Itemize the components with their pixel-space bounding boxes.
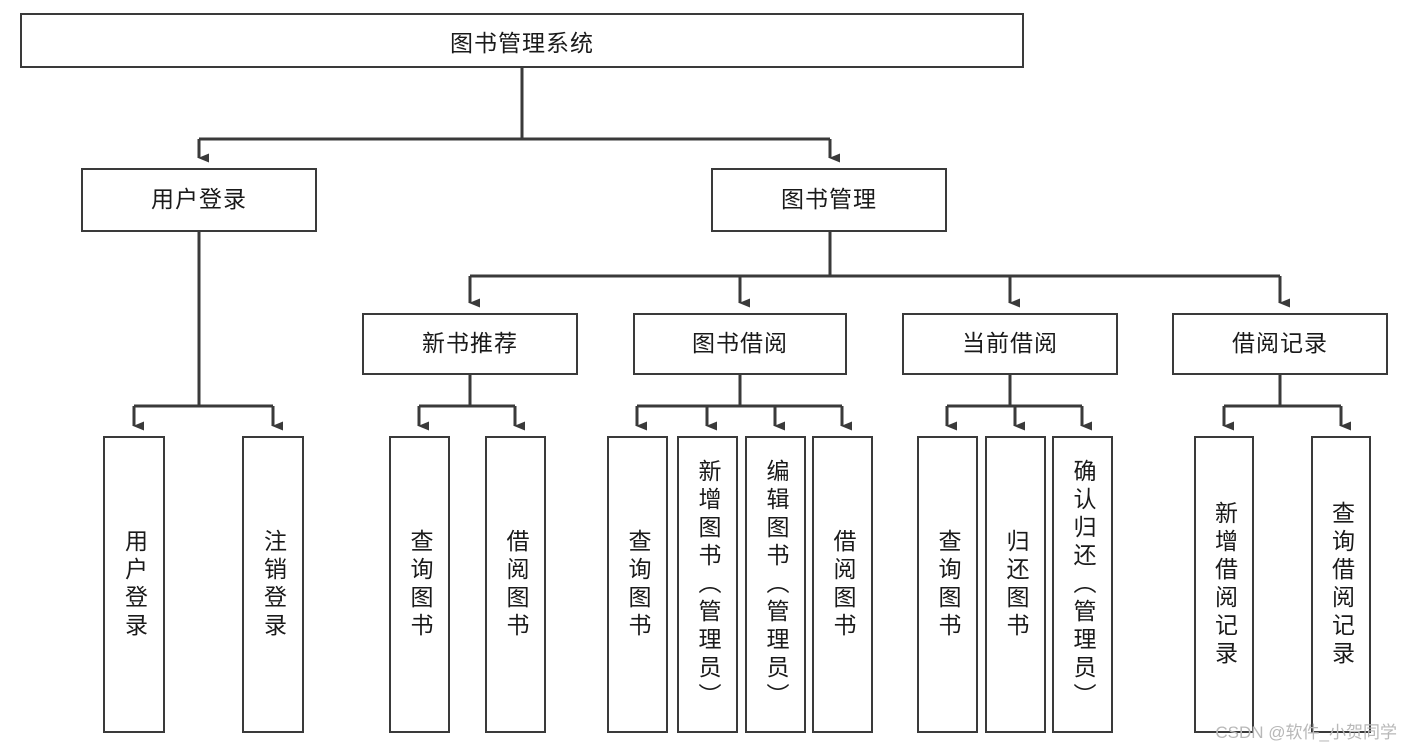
node-leaf-borrow-book-recommend[interactable]: 借阅图书 <box>485 436 546 733</box>
node-book-borrow[interactable]: 图书借阅 <box>633 313 847 375</box>
node-label: 新增图书（管理员） <box>695 458 721 711</box>
node-book-manage[interactable]: 图书管理 <box>711 168 947 232</box>
node-label: 注销登录 <box>260 528 287 641</box>
node-user-login[interactable]: 用户登录 <box>81 168 317 232</box>
node-borrow-record[interactable]: 借阅记录 <box>1172 313 1388 375</box>
node-label: 借阅图书 <box>503 528 529 641</box>
node-label: 图书管理系统 <box>450 29 594 56</box>
node-label: 查询借阅记录 <box>1328 500 1355 669</box>
node-current-borrow[interactable]: 当前借阅 <box>902 313 1118 375</box>
node-leaf-logout[interactable]: 注销登录 <box>242 436 304 733</box>
node-leaf-query-book-borrow[interactable]: 查询图书 <box>607 436 668 733</box>
node-label: 确认归还（管理员） <box>1070 458 1096 711</box>
node-leaf-add-borrow-record[interactable]: 新增借阅记录 <box>1194 436 1254 733</box>
node-label: 新书推荐 <box>422 330 518 357</box>
node-label: 用户登录 <box>151 186 247 213</box>
node-leaf-return-book[interactable]: 归还图书 <box>985 436 1046 733</box>
node-label: 借阅记录 <box>1232 330 1328 357</box>
node-label: 新增借阅记录 <box>1211 500 1238 669</box>
node-label: 图书借阅 <box>692 330 788 357</box>
watermark-text: CSDN @软件_小贺同学 <box>1215 723 1397 742</box>
node-label: 当前借阅 <box>962 330 1058 357</box>
node-label: 编辑图书（管理员） <box>763 458 789 711</box>
node-leaf-query-borrow-record[interactable]: 查询借阅记录 <box>1311 436 1371 733</box>
node-leaf-query-book-recommend[interactable]: 查询图书 <box>389 436 450 733</box>
node-root-system[interactable]: 图书管理系统 <box>20 13 1024 68</box>
node-label: 查询图书 <box>935 528 961 641</box>
node-label: 查询图书 <box>625 528 651 641</box>
node-label: 查询图书 <box>407 528 433 641</box>
node-leaf-add-book[interactable]: 新增图书（管理员） <box>677 436 738 733</box>
node-label: 图书管理 <box>781 186 877 213</box>
node-new-book-recommend[interactable]: 新书推荐 <box>362 313 578 375</box>
node-leaf-query-book-current[interactable]: 查询图书 <box>917 436 978 733</box>
node-label: 用户登录 <box>121 528 148 641</box>
node-label: 借阅图书 <box>830 528 856 641</box>
node-leaf-confirm-return[interactable]: 确认归还（管理员） <box>1052 436 1113 733</box>
node-leaf-borrow-book[interactable]: 借阅图书 <box>812 436 873 733</box>
node-leaf-user-login[interactable]: 用户登录 <box>103 436 165 733</box>
node-leaf-edit-book[interactable]: 编辑图书（管理员） <box>745 436 806 733</box>
node-label: 归还图书 <box>1003 528 1029 641</box>
